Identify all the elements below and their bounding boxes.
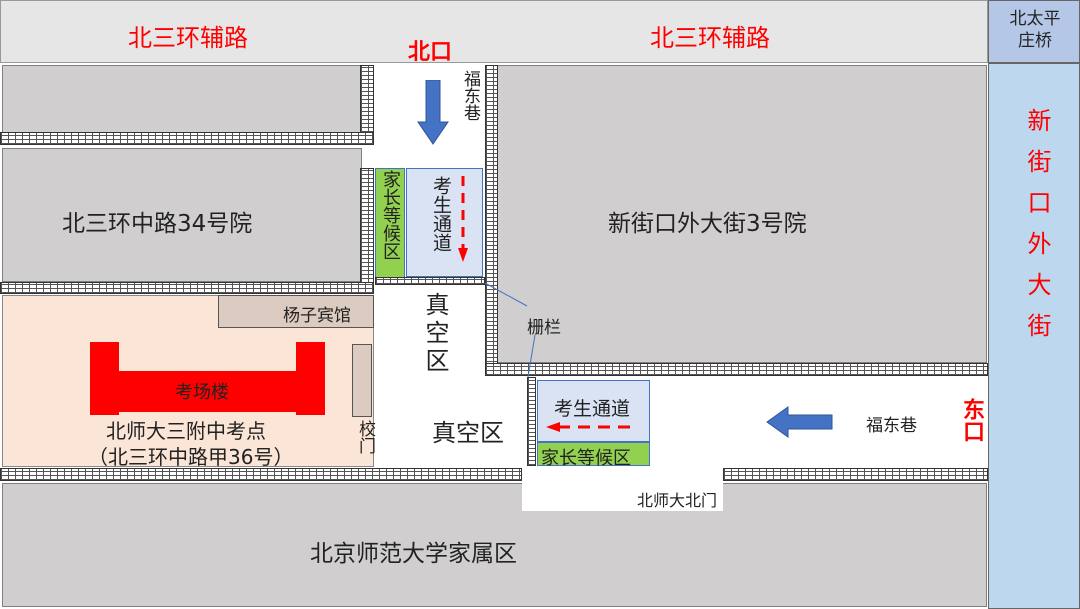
student-path-label-north: 考生通道 bbox=[430, 176, 452, 252]
school-name: 北师大三附中考点 bbox=[106, 419, 266, 443]
north-road-label-right: 北三环辅路 bbox=[650, 24, 770, 52]
northwest-block bbox=[2, 65, 362, 133]
wall bbox=[723, 468, 988, 481]
east-entrance-label: 东口 bbox=[959, 398, 984, 442]
fence-north bbox=[375, 277, 485, 285]
dashed-arrow-down-icon bbox=[458, 176, 468, 262]
parent-wait-label-north: 家长等候区 bbox=[380, 170, 401, 260]
bridge-box bbox=[988, 0, 1080, 63]
vacuum-zone-center-label: 真空区 bbox=[432, 419, 504, 447]
vacuum-zone-north-label: 真空区 bbox=[421, 292, 449, 376]
hotel-label: 杨子宾馆 bbox=[283, 306, 351, 326]
exam-building-left-wing bbox=[90, 342, 119, 415]
wall bbox=[0, 132, 374, 145]
school-gate-label: 校门 bbox=[355, 420, 375, 454]
wall bbox=[360, 65, 374, 145]
bnu-north-gate-opening bbox=[522, 481, 723, 511]
bridge-label: 北太平庄桥 bbox=[1009, 9, 1061, 51]
parent-wait-area-north bbox=[375, 168, 405, 278]
hotel-box bbox=[218, 295, 374, 328]
west-courtyard-label: 北三环中路34号院 bbox=[62, 211, 253, 237]
east-lane-label: 福东巷 bbox=[866, 416, 917, 436]
fence-label: 栅栏 bbox=[527, 318, 561, 338]
parent-wait-area-east bbox=[537, 442, 650, 466]
school-address: （北三环中路甲36号） bbox=[88, 445, 294, 469]
arrow-left-icon bbox=[766, 406, 833, 438]
wall bbox=[0, 468, 522, 481]
student-path-north bbox=[406, 168, 483, 277]
north-entrance-label: 北口 bbox=[408, 40, 453, 65]
arrow-down-icon bbox=[417, 80, 449, 145]
fence-pointer-lines bbox=[484, 282, 536, 378]
wall bbox=[485, 363, 988, 376]
bnu-residential-block bbox=[2, 483, 987, 607]
exam-building bbox=[118, 371, 297, 412]
student-path-east bbox=[537, 380, 650, 442]
bnu-residential-label: 北京师范大学家属区 bbox=[310, 541, 517, 567]
west-courtyard-block bbox=[2, 148, 362, 282]
student-path-label-east: 考生通道 bbox=[554, 398, 631, 420]
wall bbox=[0, 282, 374, 294]
north-road bbox=[0, 0, 988, 63]
exam-building-label: 考场楼 bbox=[175, 382, 229, 403]
fence-east bbox=[527, 377, 536, 466]
wall bbox=[360, 168, 374, 292]
bnu-north-gate-label: 北师大北门 bbox=[637, 491, 718, 510]
north-lane-label: 福东巷 bbox=[460, 70, 480, 121]
east-street-label: 新街口外大街 bbox=[1023, 108, 1051, 354]
school-gate-box bbox=[352, 344, 372, 417]
dashed-arrow-left-icon bbox=[546, 422, 636, 432]
parent-wait-label-east: 家长等候区 bbox=[541, 448, 631, 469]
east-courtyard-block bbox=[497, 65, 987, 363]
exam-building-right-wing bbox=[296, 342, 325, 415]
north-road-label-left: 北三环辅路 bbox=[128, 24, 248, 52]
east-courtyard-label: 新街口外大街3号院 bbox=[608, 211, 807, 237]
